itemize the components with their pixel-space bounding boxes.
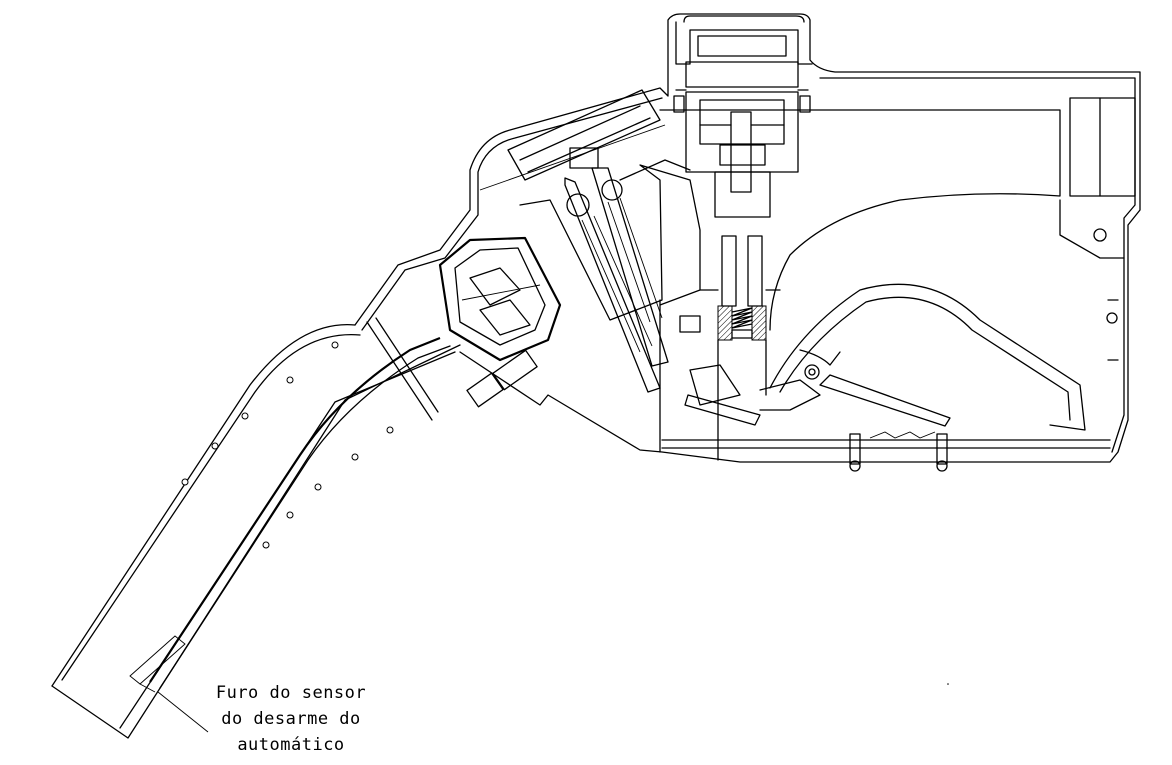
nozzle-body (354, 13, 1141, 463)
top-valve (673, 35, 811, 218)
sensor-hole-annotation: Furo do sensor do desarme do automático (196, 680, 386, 758)
trigger-guard (659, 299, 1111, 472)
check-valve (438, 236, 562, 408)
annotation-leader-line (157, 691, 209, 733)
latch-spring (699, 235, 781, 461)
annotation-line-1: Furo do sensor (215, 683, 367, 703)
valve-stem (479, 89, 701, 393)
spout (51, 317, 461, 739)
annotation-line-2: do desarme do (221, 709, 361, 729)
annotation-line-3: automático (237, 735, 345, 755)
trigger-lever (684, 283, 1086, 431)
